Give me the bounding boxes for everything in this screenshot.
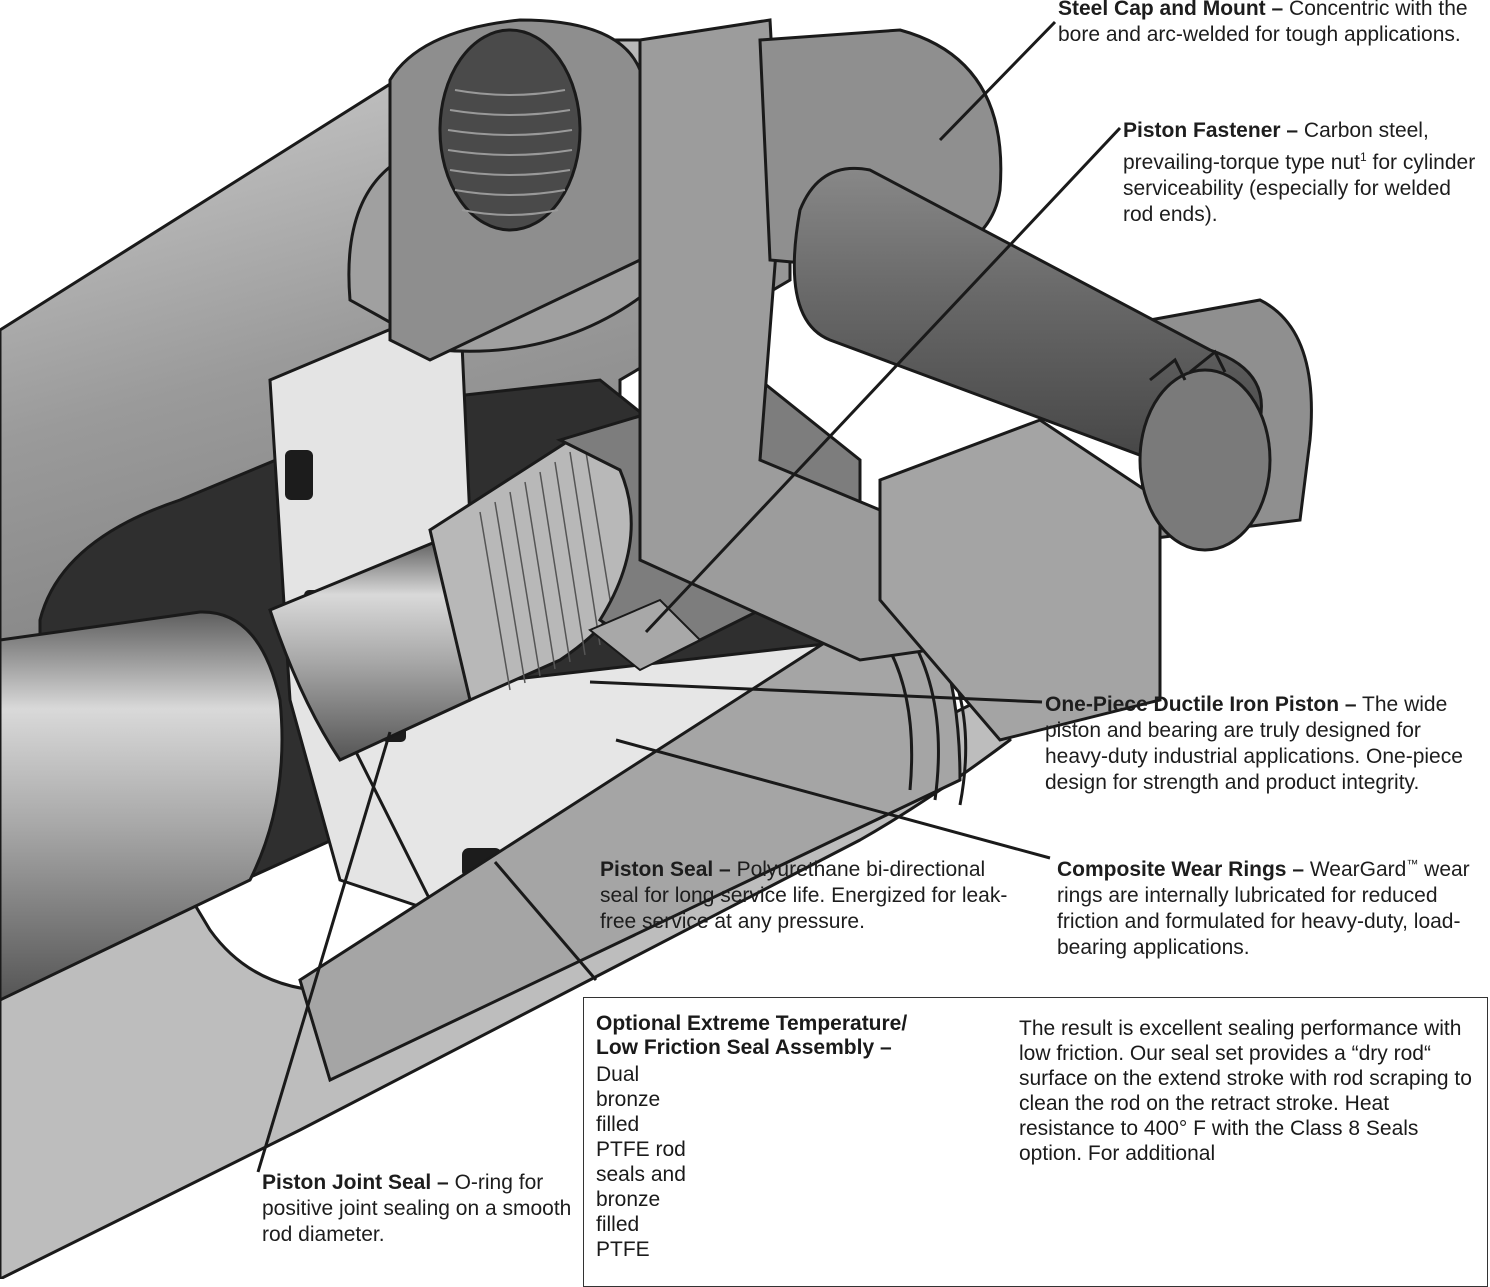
retaining-clip xyxy=(1149,349,1227,382)
leader-piston-fastener xyxy=(644,126,1122,634)
port-thread-lines xyxy=(447,89,573,216)
pin-head xyxy=(1138,368,1272,552)
rod-neck xyxy=(268,538,472,762)
optional-seal-box: Optional Extreme Temperature/ Low Fricti… xyxy=(583,997,1488,1287)
callout-piston-fastener: Piston Fastener – Carbon steel, prevaili… xyxy=(1123,119,1476,226)
option-box-left-text: Dual bronze filled PTFE rod seals and br… xyxy=(596,1063,686,1261)
option-box-right-text: The result is excellent sealing performa… xyxy=(1019,1017,1472,1165)
clevis-base xyxy=(878,418,1162,742)
option-box-title: Optional Extreme Temperature/ Low Fricti… xyxy=(596,1012,908,1059)
seal-groove-top xyxy=(285,450,313,500)
port-thread xyxy=(438,28,582,232)
callout-steel-cap: Steel Cap and Mount – Concentric with th… xyxy=(1058,0,1468,46)
leader-joint-seal xyxy=(256,731,392,1173)
nut-face xyxy=(588,598,702,672)
leader-lines xyxy=(256,20,1122,1173)
callout-wear-rings: Composite Wear Rings – WearGard™ wear ri… xyxy=(1057,857,1470,959)
leader-steel-cap xyxy=(938,20,1057,142)
piston-rod xyxy=(0,610,284,1002)
leader-piston xyxy=(589,680,1043,704)
leader-wear-rings xyxy=(615,738,1051,860)
callout-piston: One-Piece Ductile Iron Piston – The wide… xyxy=(1045,693,1463,794)
callout-joint-seal: Piston Joint Seal – O-ring for positive … xyxy=(262,1171,572,1246)
callout-piston-seal: Piston Seal – Polyurethane bi-directiona… xyxy=(600,858,1008,933)
leader-piston-seal xyxy=(493,861,598,981)
